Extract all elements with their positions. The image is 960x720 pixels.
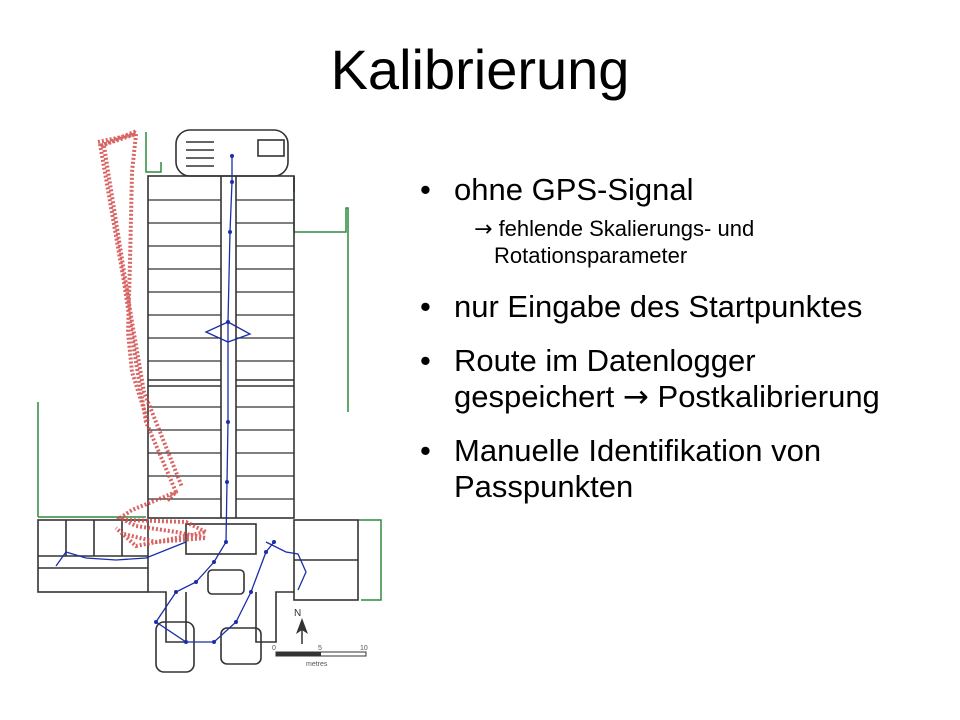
bullet-manual-identification: • Manuelle Identifikation von Passpunkte… bbox=[420, 433, 920, 505]
route-waypoint bbox=[234, 620, 238, 624]
scale-tick-10: 10 bbox=[360, 645, 368, 652]
route-waypoint bbox=[154, 620, 158, 624]
route-west bbox=[55, 541, 187, 567]
route-waypoints bbox=[154, 154, 276, 644]
bullet-text: Route im Datenlogger gespeichert bbox=[454, 343, 756, 414]
bullet-list: • ohne GPS-Signal → fehlende Skalierungs… bbox=[420, 172, 920, 505]
route-waypoint bbox=[212, 560, 216, 564]
route-waypoint bbox=[174, 590, 178, 594]
route-waypoint bbox=[225, 480, 229, 484]
scale-bar bbox=[275, 651, 367, 657]
floor-plan-map: N 0 5 10 metres bbox=[37, 129, 382, 673]
bullet-text: ohne GPS-Signal bbox=[454, 172, 694, 207]
route-east bbox=[265, 541, 307, 591]
north-arrow-icon bbox=[296, 618, 308, 644]
scale-label: metres bbox=[306, 661, 328, 668]
bullet-marker: • bbox=[420, 433, 431, 468]
bullet-marker: • bbox=[420, 289, 431, 324]
sub-bullet-missing-params: → fehlende Skalierungs- und Rotationspar… bbox=[420, 216, 920, 269]
gps-track bbox=[97, 129, 213, 549]
route-waypoint bbox=[249, 590, 253, 594]
bullet-marker: • bbox=[420, 172, 431, 207]
route-waypoint bbox=[224, 540, 228, 544]
bullet-start-point: • nur Eingabe des Startpunktes bbox=[420, 289, 920, 325]
scale-tick-0: 0 bbox=[272, 645, 276, 652]
building-outline bbox=[37, 132, 382, 601]
bullet-marker: • bbox=[420, 343, 431, 378]
arrow-right-icon: → bbox=[474, 217, 493, 242]
sub-bullet-text: fehlende Skalierungs- und Rotationsparam… bbox=[494, 216, 755, 268]
north-label: N bbox=[294, 608, 301, 619]
bullet-no-gps: • ohne GPS-Signal bbox=[420, 172, 920, 208]
route-waypoint bbox=[212, 640, 216, 644]
bullet-text-tail: Postkalibrierung bbox=[657, 379, 880, 414]
bullet-route-stored: • Route im Datenlogger gespeichert → Pos… bbox=[420, 343, 920, 415]
route-waypoint bbox=[264, 550, 268, 554]
route-waypoint bbox=[230, 154, 234, 158]
route-waypoint bbox=[184, 640, 188, 644]
route-waypoint bbox=[194, 580, 198, 584]
route-waypoint bbox=[228, 230, 232, 234]
route-waypoint bbox=[226, 320, 230, 324]
route-line bbox=[155, 156, 275, 643]
route-waypoint bbox=[226, 420, 230, 424]
route-branch bbox=[204, 321, 252, 343]
slide-title: Kalibrierung bbox=[330, 38, 630, 101]
route-waypoint bbox=[272, 540, 276, 544]
bullet-text: Manuelle Identifikation von Passpunkten bbox=[454, 433, 822, 504]
arrow-right-icon: → bbox=[622, 379, 649, 415]
building-walls bbox=[37, 129, 359, 673]
bullet-text: nur Eingabe des Startpunktes bbox=[454, 289, 863, 324]
scale-tick-5: 5 bbox=[318, 645, 322, 652]
room-partitions bbox=[148, 199, 294, 500]
route-waypoint bbox=[230, 180, 234, 184]
